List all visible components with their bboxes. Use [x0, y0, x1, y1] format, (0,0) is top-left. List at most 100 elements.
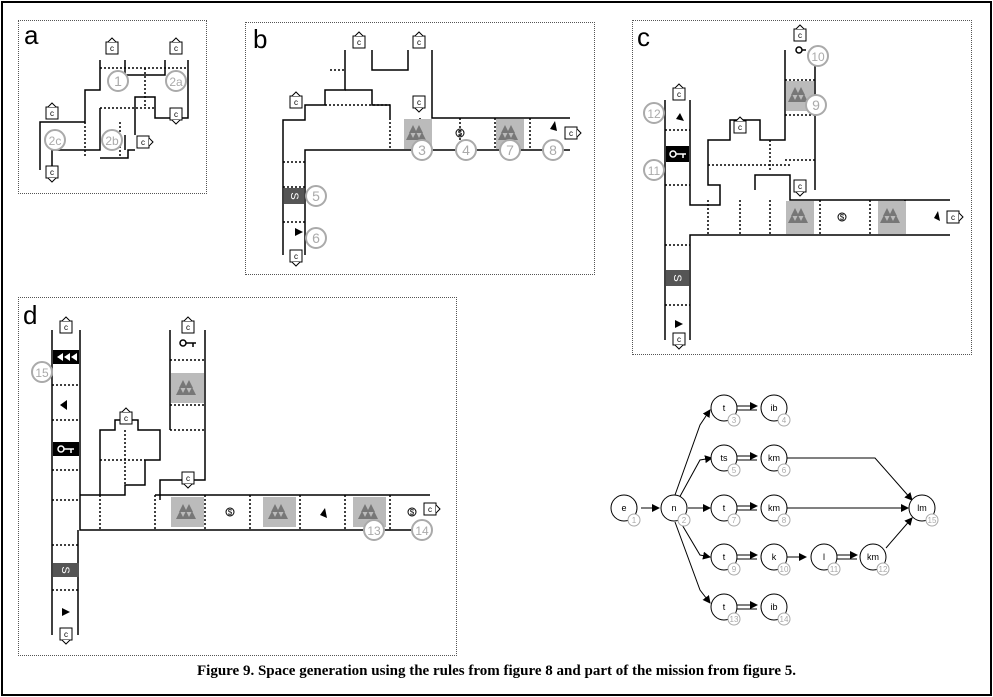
region-marker-1: 1 [107, 70, 129, 92]
svg-text:c: c [64, 323, 68, 332]
region-marker-10: 10 [807, 45, 829, 67]
region-marker-11: 11 [643, 159, 665, 181]
arrows-triple-icon [57, 353, 77, 361]
svg-text:4: 4 [782, 416, 787, 425]
svg-text:13: 13 [730, 615, 739, 624]
region-marker-2a: 2a [165, 70, 187, 92]
region-marker-5: 5 [305, 185, 327, 207]
svg-text:t: t [723, 602, 726, 612]
region-markers: 1 2a 2b 2c 3 4 5 6 7 8 9 10 11 12 13 14 … [31, 45, 829, 541]
svg-text:km: km [768, 503, 780, 513]
connector-box: c [136, 135, 154, 149]
panel-label-d: d [23, 300, 38, 330]
svg-text:c: c [50, 168, 54, 177]
panel-a [18, 20, 207, 194]
svg-text:5: 5 [312, 188, 320, 204]
panel-a-map [39, 60, 189, 170]
panel-d [18, 297, 457, 656]
connector-box: c [412, 95, 426, 113]
svg-text:12: 12 [879, 565, 888, 574]
mission-node-k10: k10 [760, 543, 791, 576]
tile-icons [57, 46, 940, 616]
svg-text:6: 6 [312, 230, 320, 246]
mission-node-t7: t7 [710, 494, 741, 527]
panel-b [245, 22, 595, 275]
mission-node-km6: km6 [760, 444, 791, 477]
connector-box: c [564, 126, 582, 140]
arrow-icon [550, 121, 557, 131]
connector-box: c [59, 627, 73, 645]
svg-text:8: 8 [782, 516, 787, 525]
svg-text:c: c [186, 323, 190, 332]
arrow-icon [60, 400, 67, 410]
mission-graph-nodes: e1 n2 t3 ib4 ts5 km6 t7 km8 t9 k10 l11 k… [610, 394, 939, 626]
arrow-icon [676, 113, 684, 121]
svg-text:1: 1 [632, 516, 637, 525]
key-icon [669, 150, 686, 158]
svg-text:2b: 2b [105, 134, 119, 148]
svg-text:k: k [772, 552, 777, 562]
svg-text:ts: ts [720, 453, 728, 463]
start-tiles: S S S [59, 192, 683, 573]
connector-box: c [169, 37, 183, 55]
arrow-icon [295, 228, 303, 236]
svg-text:2a: 2a [169, 75, 183, 89]
connector-box: c [105, 37, 119, 55]
svg-text:c: c [110, 44, 114, 53]
start-tile-label: S [288, 192, 300, 199]
svg-text:$: $ [840, 213, 845, 222]
region-marker-2b: 2b [101, 129, 123, 151]
svg-text:c: c [417, 98, 421, 107]
svg-text:ib: ib [770, 602, 777, 612]
svg-text:t: t [723, 503, 726, 513]
coin-icon: $ [407, 507, 417, 517]
svg-text:e: e [621, 503, 626, 513]
connector-box: c [45, 165, 59, 183]
svg-text:2: 2 [682, 516, 687, 525]
svg-text:3: 3 [418, 142, 426, 158]
connector-box: c [119, 407, 133, 425]
coin-icon: $ [455, 128, 465, 138]
svg-text:7: 7 [732, 516, 737, 525]
svg-text:c: c [738, 123, 742, 132]
svg-text:9: 9 [812, 97, 820, 113]
connector-boxes: c c c c c c c c c c c c c c c c c c c c … [45, 24, 964, 645]
mission-node-l11: l 11 [810, 543, 841, 576]
svg-text:c: c [798, 31, 802, 40]
connector-box: c [672, 332, 686, 350]
mission-node-t13: t 13 [710, 593, 741, 626]
figure-caption: Figure 9. Space generation using the rul… [196, 663, 796, 679]
svg-text:11: 11 [648, 164, 661, 178]
connector-box: c [352, 31, 366, 49]
svg-text:14: 14 [415, 524, 429, 538]
coin-icons: $ $ $ $ [225, 128, 847, 517]
panel-c [632, 20, 972, 355]
panel-label-b: b [253, 24, 268, 54]
svg-text:c: c [417, 38, 421, 47]
svg-text:c: c [569, 129, 573, 138]
svg-text:l: l [823, 552, 825, 562]
mission-node-n: n2 [660, 494, 691, 527]
svg-text:c: c [294, 98, 298, 107]
key-icon [57, 445, 74, 453]
svg-text:15: 15 [35, 366, 49, 380]
svg-text:$: $ [458, 129, 463, 138]
svg-text:15: 15 [928, 516, 937, 525]
region-marker-4: 4 [455, 139, 477, 161]
mission-node-e: e1 [610, 494, 641, 527]
panel-c-map [664, 50, 950, 340]
svg-text:11: 11 [830, 565, 839, 574]
connector-box: c [412, 31, 426, 49]
key-icon [795, 46, 806, 54]
connector-box: c [672, 83, 686, 101]
svg-text:1: 1 [114, 73, 122, 89]
mission-node-km8: km8 [760, 494, 791, 527]
svg-text:c: c [64, 630, 68, 639]
region-marker-13: 13 [363, 519, 385, 541]
connector-box: c [733, 116, 747, 134]
region-marker-9: 9 [805, 94, 827, 116]
panel-label-a: a [24, 20, 39, 50]
